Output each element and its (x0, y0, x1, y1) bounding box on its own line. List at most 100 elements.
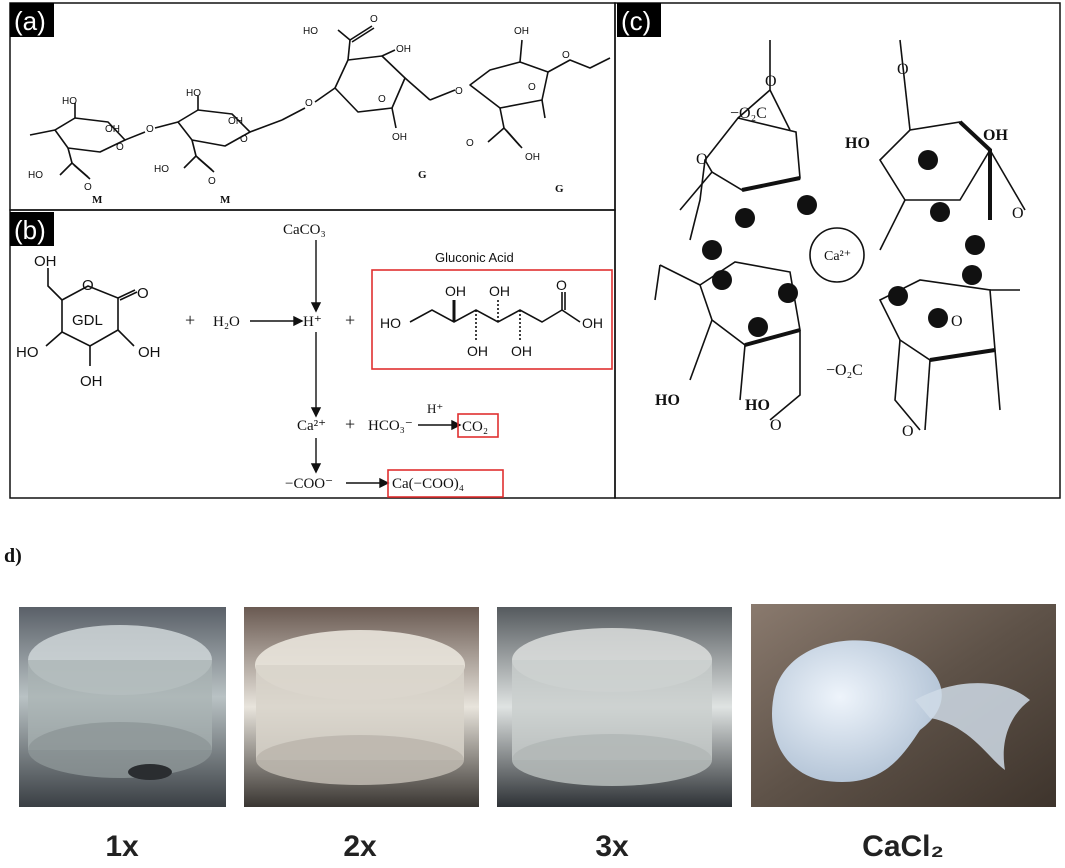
svg-text:O: O (562, 50, 570, 61)
svg-text:OH: OH (138, 344, 161, 361)
svg-text:HO: HO (655, 392, 680, 409)
panel-c-tag: (c) (617, 3, 661, 37)
reaction-arrows (250, 240, 462, 489)
svg-text:H₂O: H₂O (213, 314, 240, 330)
svg-text:O: O (82, 277, 94, 294)
svg-text:O: O (137, 285, 149, 302)
photo-3x (497, 607, 732, 807)
svg-text:(c): (c) (621, 6, 651, 36)
alginate-residue-labels: M M G G (92, 169, 564, 206)
svg-text:CaCO₃: CaCO₃ (283, 222, 326, 238)
svg-text:O: O (897, 61, 909, 78)
svg-text:M: M (92, 194, 103, 206)
svg-text:O: O (1012, 205, 1024, 222)
svg-text:HO: HO (303, 26, 318, 37)
calcium-binding-dots (702, 150, 985, 337)
svg-text:+: + (345, 310, 355, 330)
svg-text:O: O (455, 86, 463, 97)
svg-text:O: O (902, 423, 914, 440)
photo-2x (244, 607, 479, 807)
svg-text:O: O (370, 14, 378, 25)
svg-text:HO: HO (745, 397, 770, 414)
egg-box-model (654, 39, 1026, 431)
svg-text:O: O (951, 313, 963, 330)
svg-text:HO: HO (186, 88, 201, 99)
svg-text:OH: OH (445, 283, 466, 299)
svg-text:OH: OH (489, 283, 510, 299)
svg-text:O: O (556, 277, 567, 293)
egg-box-labels: Ca²⁺ −O₂C −O₂C OH HO HO HO O O O O O O O (655, 61, 1024, 440)
svg-text:O: O (765, 73, 777, 90)
photo-label-3x: 3x (595, 830, 629, 863)
gluconic-acid-box: Gluconic Acid HO OH OH OH OH O OH (371, 250, 613, 370)
svg-text:OH: OH (34, 253, 57, 270)
reaction-text: + H₂O H⁺ + CaCO₃ Ca²⁺ + HCO₃⁻ H⁺ CO₂ −CO… (185, 222, 488, 492)
svg-text:O: O (528, 82, 536, 93)
svg-text:O: O (240, 134, 248, 145)
svg-text:+: + (345, 414, 355, 434)
svg-text:−COO⁻: −COO⁻ (285, 476, 333, 492)
svg-text:O: O (208, 176, 216, 187)
calcium-ion-circle (809, 227, 865, 283)
panel-a-tag: (a) (10, 3, 54, 37)
svg-text:HO: HO (62, 96, 77, 107)
svg-text:O: O (84, 182, 92, 193)
gdl-structure (45, 268, 138, 366)
svg-text:O: O (146, 124, 154, 135)
svg-text:O: O (696, 151, 708, 168)
panel-c-frame (614, 2, 1061, 499)
svg-text:OH: OH (525, 152, 540, 163)
svg-text:H⁺: H⁺ (303, 314, 322, 330)
svg-text:OH: OH (392, 132, 407, 143)
svg-text:+: + (185, 310, 195, 330)
svg-text:−O₂C: −O₂C (730, 105, 767, 122)
svg-text:HO: HO (845, 135, 870, 152)
svg-text:HO: HO (28, 170, 43, 181)
svg-text:−O₂C: −O₂C (826, 362, 863, 379)
photo-label-2x: 2x (343, 830, 377, 863)
photo-1x (19, 607, 226, 807)
photo-label-1x: 1x (105, 830, 139, 863)
svg-text:Ca(−COO)₄: Ca(−COO)₄ (392, 476, 464, 492)
alginate-chain-structure (29, 25, 611, 180)
svg-text:G: G (418, 169, 427, 181)
svg-text:O: O (305, 98, 313, 109)
svg-text:H⁺: H⁺ (427, 401, 443, 416)
svg-text:OH: OH (105, 124, 120, 135)
gdl-labels: OH O O GDL HO OH OH (16, 253, 161, 390)
product-box (387, 469, 504, 498)
svg-text:O: O (466, 138, 474, 149)
svg-text:OH: OH (396, 44, 411, 55)
calcium-ion-label: Ca²⁺ (824, 249, 851, 264)
svg-text:HO: HO (16, 344, 39, 361)
panel-d-tag: d) (4, 545, 22, 567)
co2-box (457, 413, 499, 438)
svg-text:HCO₃⁻: HCO₃⁻ (368, 418, 413, 434)
svg-text:OH: OH (983, 127, 1008, 144)
photo-cacl2 (751, 604, 1056, 807)
svg-text:(a): (a) (14, 6, 46, 36)
svg-text:CO₂: CO₂ (462, 419, 488, 435)
svg-text:HO: HO (154, 164, 169, 175)
svg-text:Ca²⁺: Ca²⁺ (297, 418, 326, 434)
svg-text:OH: OH (511, 343, 532, 359)
svg-text:O: O (770, 417, 782, 434)
svg-text:OH: OH (228, 116, 243, 127)
svg-text:GDL: GDL (72, 312, 103, 329)
alginate-atom-labels: HO OH O O HO O HO OH O HO O O HO O OH O … (28, 14, 570, 193)
svg-text:OH: OH (582, 315, 603, 331)
gluconic-acid-label: Gluconic Acid (435, 250, 514, 265)
svg-text:G: G (555, 183, 564, 195)
svg-text:M: M (220, 194, 231, 206)
svg-text:OH: OH (467, 343, 488, 359)
svg-text:OH: OH (514, 26, 529, 37)
photo-labels: 1x 2x 3x CaCl₂ (105, 830, 944, 863)
svg-text:O: O (378, 94, 386, 105)
svg-text:O: O (116, 142, 124, 153)
svg-text:(b): (b) (14, 215, 46, 245)
panel-b-tag: (b) (10, 212, 54, 246)
svg-text:OH: OH (80, 373, 103, 390)
photo-label-cacl2: CaCl₂ (862, 830, 944, 863)
svg-text:HO: HO (380, 315, 401, 331)
